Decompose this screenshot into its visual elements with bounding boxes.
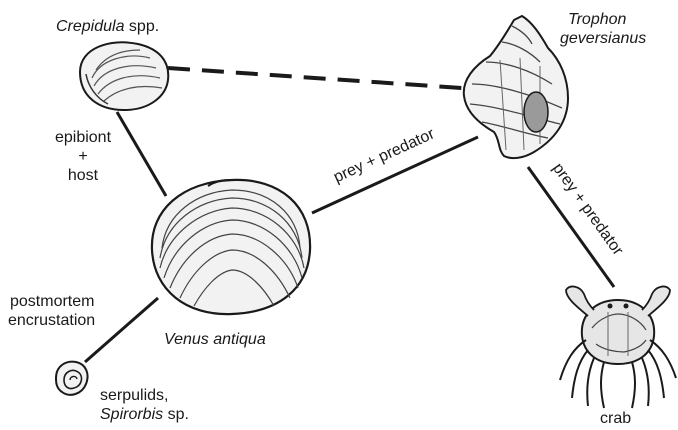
trophon-label: Trophon geversianus — [560, 10, 646, 48]
crepidula-label: Crepidula spp. — [56, 17, 159, 36]
serpulids-label: serpulids, Spirorbis sp. — [100, 386, 189, 424]
venus-serpulids-link-label: postmortem encrustation — [8, 292, 95, 330]
host-text: host — [48, 166, 118, 185]
trophon-label-line2: geversianus — [560, 29, 646, 48]
serpulids-label-line1: serpulids, — [100, 386, 189, 405]
venus-label: Venus antiqua — [164, 330, 266, 349]
encrustation-text: encrustation — [8, 311, 95, 330]
serpulids-label-line2: Spirorbis sp. — [100, 405, 189, 424]
epibiont-text: epibiont — [48, 128, 118, 147]
whelk-shell-icon — [464, 16, 568, 158]
crab-label: crab — [600, 409, 631, 428]
postmortem-text: postmortem — [8, 292, 95, 311]
plus-text: + — [48, 147, 118, 166]
trophon-crab-link-label: prey + predator — [549, 160, 627, 259]
crab-icon — [560, 287, 676, 408]
slipper-shell-icon — [80, 42, 168, 110]
venus-trophon-link-label: prey + predator — [331, 125, 438, 186]
crepidula-venus-link-label: epibiont + host — [48, 128, 118, 185]
crepidula-venus-link — [117, 112, 166, 196]
spiral-tube-worm-icon — [56, 362, 88, 395]
crepidula-trophon-dashed-link — [168, 68, 462, 88]
trophon-label-line1: Trophon — [560, 10, 646, 29]
venus-serpulids-link — [85, 298, 158, 362]
clam-shell-icon — [152, 180, 310, 314]
